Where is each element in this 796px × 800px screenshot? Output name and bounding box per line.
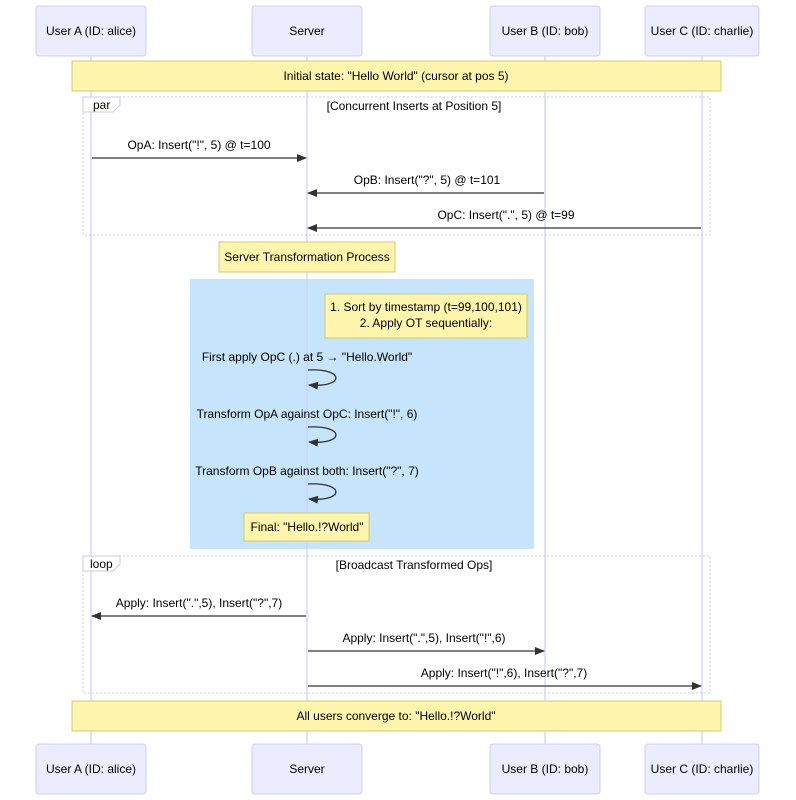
actor-label: Server — [289, 24, 324, 38]
actor-user-a-top[interactable]: User A (ID: alice) — [35, 5, 147, 57]
frame-loop: loop [Broadcast Transformed Ops] — [82, 555, 711, 694]
message-broadcast-b: Apply: Insert(".",5), Insert("!",6) — [308, 631, 545, 655]
actor-label: Server — [289, 762, 324, 776]
message-label: OpC: Insert(".", 5) @ t=99 — [437, 208, 574, 222]
actor-label: User B (ID: bob) — [502, 24, 589, 38]
actor-label: User A (ID: alice) — [46, 24, 136, 38]
note-converge: All users converge to: "Hello.!?World" — [71, 700, 722, 732]
note-text: Initial state: "Hello World" (cursor at … — [283, 69, 508, 83]
actor-label: User C (ID: charlie) — [651, 24, 754, 38]
message-label: OpB: Insert("?", 5) @ t=101 — [354, 173, 501, 187]
message-label: Apply: Insert("!",6), Insert("?",7) — [421, 666, 587, 680]
actor-label: User A (ID: alice) — [46, 762, 136, 776]
message-label: First apply OpC (.) at 5 → "Hello.World" — [202, 350, 412, 364]
message-arrow — [307, 483, 337, 504]
actor-user-c-bottom[interactable]: User C (ID: charlie) — [644, 743, 760, 795]
note-final: Final: "Hello.!?World" — [243, 512, 370, 542]
message-arrow — [307, 426, 337, 447]
frame-keyword: loop — [90, 557, 113, 571]
actor-user-b-bottom[interactable]: User B (ID: bob) — [489, 743, 601, 795]
message-self-apply-opc: First apply OpC (.) at 5 → "Hello.World" — [202, 350, 412, 390]
note-transform-process: Server Transformation Process — [218, 241, 396, 273]
actor-user-c-top[interactable]: User C (ID: charlie) — [644, 5, 760, 57]
message-self-transform-opa: Transform OpA against OpC: Insert("!", 6… — [197, 407, 418, 447]
message-label: OpA: Insert("!", 5) @ t=100 — [127, 138, 270, 152]
message-broadcast-a: Apply: Insert(".",5), Insert("?",7) — [91, 596, 306, 620]
note-text: 1. Sort by timestamp (t=99,100,101) — [330, 300, 522, 314]
note-ot-steps: 1. Sort by timestamp (t=99,100,101) 2. A… — [324, 293, 528, 339]
actor-server-top[interactable]: Server — [251, 5, 363, 57]
message-broadcast-c: Apply: Insert("!",6), Insert("?",7) — [308, 666, 702, 690]
message-label: Transform OpB against both: Insert("?", … — [195, 464, 419, 478]
actor-server-bottom[interactable]: Server — [251, 743, 363, 795]
message-label: Apply: Insert(".",5), Insert("?",7) — [116, 596, 282, 610]
message-opc: OpC: Insert(".", 5) @ t=99 — [307, 208, 701, 232]
actor-label: User C (ID: charlie) — [651, 762, 754, 776]
message-label: Transform OpA against OpC: Insert("!", 6… — [197, 407, 418, 421]
message-label: Apply: Insert(".",5), Insert("!",6) — [342, 631, 505, 645]
message-opb: OpB: Insert("?", 5) @ t=101 — [307, 173, 544, 197]
frame-par: par [Concurrent Inserts at Position 5] — [82, 96, 711, 236]
frame-label: [Broadcast Transformed Ops] — [336, 558, 493, 572]
frame-label: [Concurrent Inserts at Position 5] — [327, 99, 502, 113]
note-text: Final: "Hello.!?World" — [250, 520, 363, 534]
message-arrow — [307, 369, 337, 390]
message-opa: OpA: Insert("!", 5) @ t=100 — [92, 138, 307, 162]
note-text: Server Transformation Process — [224, 250, 389, 264]
note-initial-state: Initial state: "Hello World" (cursor at … — [71, 60, 722, 92]
actor-user-b-top[interactable]: User B (ID: bob) — [489, 5, 601, 57]
note-text: 2. Apply OT sequentially: — [360, 316, 493, 330]
message-self-transform-opb: Transform OpB against both: Insert("?", … — [195, 464, 419, 504]
note-text: All users converge to: "Hello.!?World" — [296, 709, 495, 723]
actor-label: User B (ID: bob) — [502, 762, 589, 776]
frame-keyword: par — [93, 98, 110, 112]
actor-user-a-bottom[interactable]: User A (ID: alice) — [35, 743, 147, 795]
